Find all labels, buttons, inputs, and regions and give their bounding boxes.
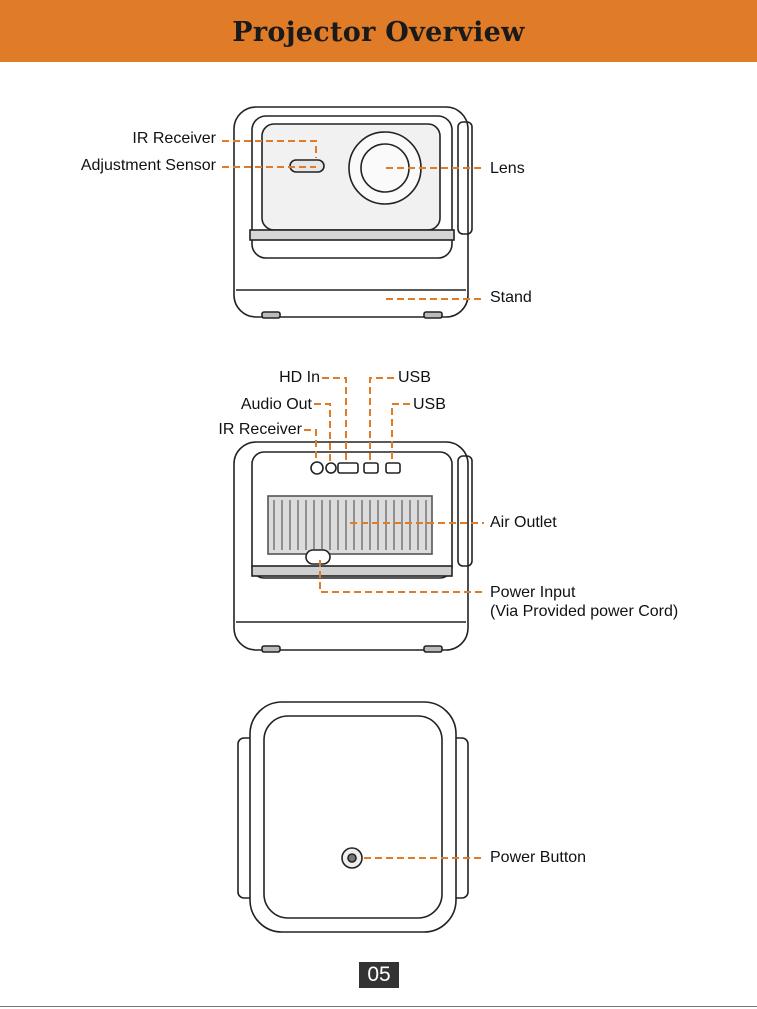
front-view-drawing <box>234 107 472 318</box>
footer-rule <box>0 1006 757 1007</box>
label-lens: Lens <box>490 160 525 178</box>
label-audio-out: Audio Out <box>241 396 312 414</box>
label-hd-in: HD In <box>279 369 320 387</box>
back-view-drawing <box>234 442 472 652</box>
label-ir-receiver-back: IR Receiver <box>218 421 302 439</box>
top-view-drawing <box>238 702 468 932</box>
label-air-outlet: Air Outlet <box>490 514 557 532</box>
label-ir-receiver-front: IR Receiver <box>132 130 216 148</box>
page-number: 05 <box>359 962 399 988</box>
label-adjustment-sensor: Adjustment Sensor <box>81 157 216 175</box>
back-view-callouts <box>304 378 484 592</box>
label-power-input-note: (Via Provided power Cord) <box>490 603 678 621</box>
label-power-button: Power Button <box>490 849 586 867</box>
label-usb-2: USB <box>413 396 446 414</box>
label-power-input: Power Input <box>490 584 575 602</box>
label-usb-1: USB <box>398 369 431 387</box>
label-stand: Stand <box>490 289 532 307</box>
